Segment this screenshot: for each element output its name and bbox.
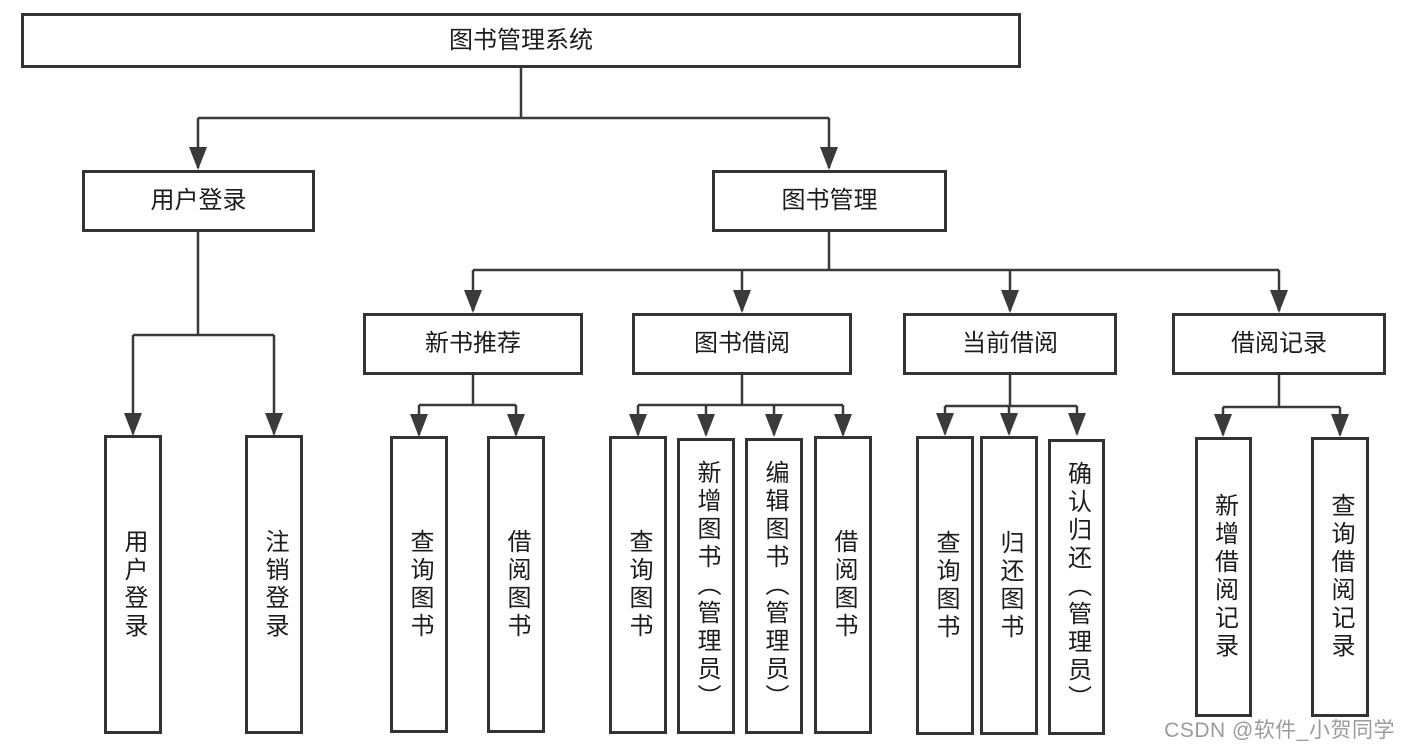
node-label: 查询图书 bbox=[932, 529, 959, 642]
leaf-borrow-books: 借阅图书 bbox=[814, 436, 872, 734]
leaf-borrow-books-recommend: 借阅图书 bbox=[487, 436, 545, 733]
node-label: 查询图书 bbox=[406, 528, 433, 641]
node-label: 查询借阅记录 bbox=[1327, 493, 1354, 661]
node-label: 新增图书（管理员） bbox=[693, 460, 720, 712]
node-user-login: 用户登录 bbox=[82, 170, 315, 232]
node-book-management: 图书管理 bbox=[712, 170, 947, 232]
leaf-add-book-admin: 新增图书（管理员） bbox=[677, 438, 735, 734]
node-label: 注销登录 bbox=[261, 528, 288, 641]
node-label: 借阅图书 bbox=[830, 529, 857, 641]
node-label: 借阅图书 bbox=[503, 528, 530, 641]
node-label: 查询图书 bbox=[625, 529, 652, 641]
node-label: 图书管理 bbox=[781, 187, 878, 214]
node-label: 新书推荐 bbox=[425, 330, 521, 357]
node-new-book-recommend: 新书推荐 bbox=[363, 313, 583, 375]
leaf-confirm-return-admin: 确认归还（管理员） bbox=[1048, 439, 1105, 735]
node-label: 归还图书 bbox=[996, 529, 1023, 642]
node-current-borrowing: 当前借阅 bbox=[903, 313, 1117, 375]
leaf-return-book: 归还图书 bbox=[980, 436, 1038, 735]
node-label: 当前借阅 bbox=[962, 330, 1058, 357]
leaf-query-books-borrow: 查询图书 bbox=[609, 436, 667, 734]
leaf-query-borrow-record: 查询借阅记录 bbox=[1311, 437, 1369, 717]
node-label: 用户登录 bbox=[120, 528, 147, 641]
node-label: 图书借阅 bbox=[694, 330, 790, 357]
node-borrowing-records: 借阅记录 bbox=[1172, 313, 1386, 375]
node-book-borrowing: 图书借阅 bbox=[632, 313, 852, 375]
leaf-user-login: 用户登录 bbox=[104, 435, 162, 734]
leaf-add-borrow-record: 新增借阅记录 bbox=[1195, 437, 1252, 717]
leaf-logout: 注销登录 bbox=[245, 435, 303, 734]
csdn-watermark: CSDN @软件_小贺同学 bbox=[1164, 719, 1395, 742]
leaf-edit-book-admin: 编辑图书（管理员） bbox=[745, 438, 803, 734]
node-label: 编辑图书（管理员） bbox=[761, 460, 788, 712]
leaf-query-books-current: 查询图书 bbox=[916, 436, 974, 735]
node-label: 新增借阅记录 bbox=[1210, 493, 1238, 661]
leaf-query-books-recommend: 查询图书 bbox=[390, 436, 448, 733]
node-label: 确认归还（管理员） bbox=[1063, 461, 1091, 713]
node-label: 用户登录 bbox=[150, 187, 247, 214]
node-label: 借阅记录 bbox=[1231, 330, 1327, 357]
node-label: 图书管理系统 bbox=[449, 26, 593, 54]
node-library-management-system: 图书管理系统 bbox=[21, 13, 1021, 68]
